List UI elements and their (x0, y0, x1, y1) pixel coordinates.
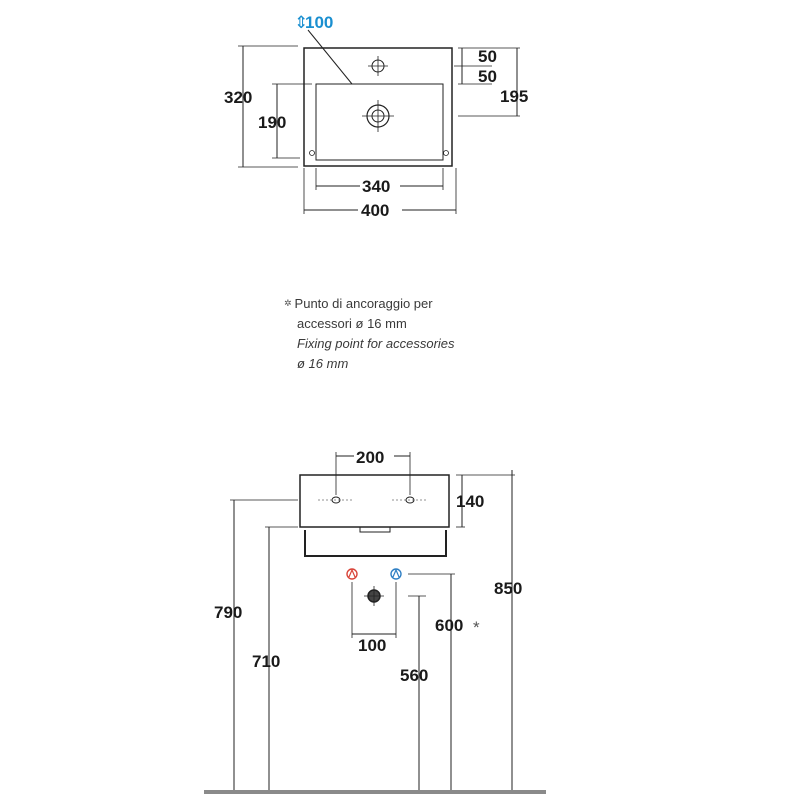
dim-depth-inner: 190 (258, 113, 286, 132)
towel-bar (304, 530, 447, 557)
note-line-3: Fixing point for accessories (297, 336, 455, 351)
dim-width-total: 400 (361, 201, 389, 220)
tap-hole-icon (368, 56, 388, 76)
dim-depth-total: 320 (224, 88, 252, 107)
fixing-point-icon: ✲ (284, 298, 292, 308)
dim-width-inner: 340 (362, 177, 390, 196)
note-line-4: ø 16 mm (297, 356, 349, 371)
fixing-point-icon (309, 150, 315, 156)
dim-rim-height: 790 (214, 603, 242, 622)
note-line-1: Punto di ancoraggio per (294, 296, 433, 311)
basin-front (299, 474, 450, 528)
dim-right-a: 50 (478, 47, 497, 66)
bowl-outline (315, 83, 444, 161)
fixing-point-icon (443, 150, 449, 156)
dim-supply-spacing: 100 (358, 636, 386, 655)
fixing-hole-icon (392, 496, 428, 504)
front-view (230, 452, 515, 790)
front-view-labels: 200 140 850 790 710 600 * 100 560 (214, 448, 522, 685)
floor-line (204, 790, 546, 794)
drain-icon (362, 100, 394, 132)
dim-bottom-height: 710 (252, 652, 280, 671)
dim-tap-offset: 100 (305, 13, 333, 32)
basin-outline (303, 47, 453, 167)
dim-top-height: 850 (494, 579, 522, 598)
dim-right-b: 50 (478, 67, 497, 86)
tap-offset-arrow-icon: ⇕ (294, 13, 308, 32)
dim-supply-height: 600 (435, 616, 463, 635)
cold-water-icon (390, 568, 402, 580)
fixing-point-note: ✲Punto di ancoraggio per accessori ø 16 … (284, 293, 524, 374)
dim-drain-height: 560 (400, 666, 428, 685)
fixing-hole-icon (318, 496, 354, 504)
dim-basin-height: 140 (456, 492, 484, 511)
dim-holes-spacing: 200 (356, 448, 384, 467)
note-line-2: accessori ø 16 mm (297, 316, 407, 331)
hot-water-icon (346, 568, 358, 580)
drain-outlet-icon (364, 586, 384, 606)
supply-height-mark: * (473, 618, 480, 637)
top-view-labels: ⇕ 100 320 190 50 50 195 340 400 (224, 13, 528, 220)
top-view (238, 29, 520, 214)
dim-right-total: 195 (500, 87, 528, 106)
